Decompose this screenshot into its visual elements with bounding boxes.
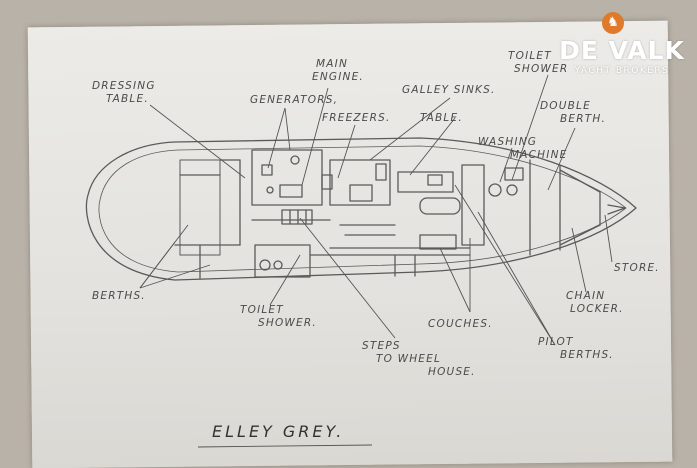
aft-berth <box>179 159 221 256</box>
brand-watermark: ♞ DE VALK YACHT BROKERS <box>552 12 692 78</box>
brand-tagline: YACHT BROKERS <box>574 66 670 76</box>
leader-lines <box>139 74 613 448</box>
label-berths: BERTHS. <box>92 290 146 302</box>
couches <box>329 224 471 249</box>
label-table: TABLE. <box>420 112 463 124</box>
saloon-table <box>397 171 454 193</box>
toilet-shower-bottom <box>254 244 311 278</box>
label-galley-sinks: GALLEY SINKS. <box>402 84 496 96</box>
steps <box>281 209 313 225</box>
galley <box>329 159 391 206</box>
hull-outline <box>85 137 637 281</box>
brand-name: DE VALK <box>559 36 685 65</box>
pilot-berth <box>461 164 485 246</box>
double-berth <box>529 159 601 256</box>
seahorse-icon: ♞ <box>602 12 624 34</box>
label-store: STORE. <box>614 262 660 274</box>
hull-inner-line <box>98 145 627 273</box>
label-generators: GENERATORS, <box>250 94 339 106</box>
boat-name-caption: ELLEY GREY. <box>212 422 345 441</box>
label-couches: COUCHES. <box>428 318 493 330</box>
label-freezers: FREEZERS. <box>322 112 391 124</box>
